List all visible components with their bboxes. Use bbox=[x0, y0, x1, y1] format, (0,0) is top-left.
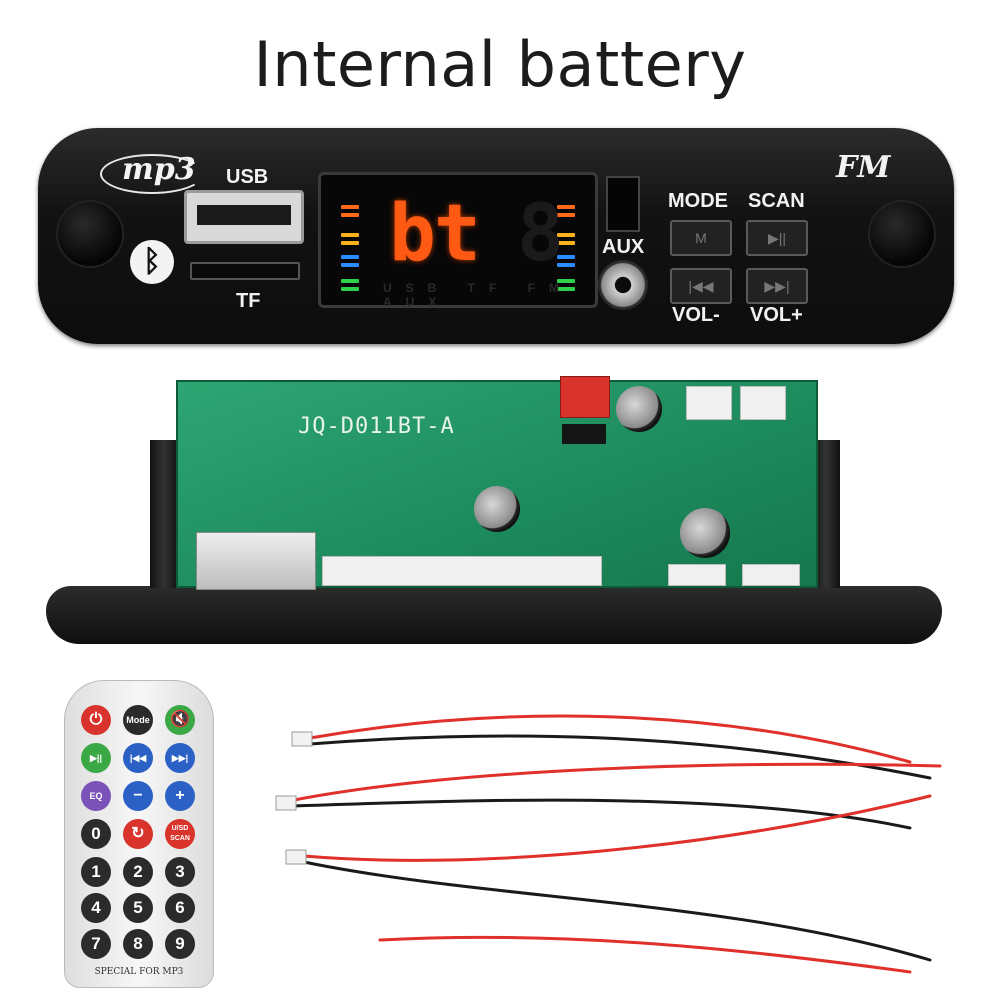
vu-bar bbox=[341, 263, 359, 267]
red-connector bbox=[560, 376, 610, 418]
remote-control: ⏻ Mode 🔇 ▶|| |◀◀ ▶▶| EQ − + 0 ↻ U/SD SCA… bbox=[64, 680, 214, 988]
ic-chip bbox=[562, 424, 606, 444]
red-wire bbox=[302, 794, 932, 862]
remote-key-6[interactable]: 6 bbox=[165, 893, 195, 923]
remote-key-9[interactable]: 9 bbox=[165, 929, 195, 959]
vol-up-button[interactable]: ▶▶| bbox=[746, 268, 808, 304]
capacitor bbox=[616, 386, 662, 432]
remote-key-2[interactable]: 2 bbox=[123, 857, 153, 887]
remote-mode-button[interactable]: Mode bbox=[123, 705, 153, 735]
black-wire bbox=[302, 860, 932, 962]
vu-bar bbox=[341, 213, 359, 217]
right-mount-hole bbox=[868, 200, 936, 268]
speaker-connector bbox=[686, 386, 732, 420]
vu-bar bbox=[557, 263, 575, 267]
speaker-wires bbox=[275, 714, 942, 974]
vu-bar bbox=[557, 205, 575, 209]
bluetooth-icon: ᛒ bbox=[130, 240, 174, 284]
vu-bar bbox=[557, 233, 575, 237]
vu-bar bbox=[341, 205, 359, 209]
vu-bar bbox=[341, 255, 359, 259]
remote-repeat-button[interactable]: ↻ bbox=[123, 819, 153, 849]
usb-port[interactable] bbox=[184, 190, 304, 244]
tf-label: TF bbox=[236, 290, 261, 312]
remote-caption: SPECIAL FOR MP3 bbox=[94, 967, 184, 977]
wire-plug bbox=[291, 731, 313, 747]
remote-key-3[interactable]: 3 bbox=[165, 857, 195, 887]
remote-key-5[interactable]: 5 bbox=[123, 893, 153, 923]
remote-vol-down-button[interactable]: − bbox=[123, 781, 153, 811]
left-mount-hole bbox=[56, 200, 124, 268]
vu-bar bbox=[557, 279, 575, 283]
left-mount-post bbox=[150, 440, 178, 588]
wire-plug bbox=[275, 795, 297, 811]
remote-key-0[interactable]: 0 bbox=[81, 819, 111, 849]
vu-bar bbox=[341, 287, 359, 291]
usb-module bbox=[196, 532, 316, 590]
remote-power-button[interactable]: ⏻ bbox=[81, 705, 111, 735]
wire-connector bbox=[668, 564, 726, 586]
remote-mute-button[interactable]: 🔇 bbox=[165, 705, 195, 735]
tf-card-slot[interactable] bbox=[190, 262, 300, 280]
led-display: bt 8 USB TF FM AUX bbox=[318, 172, 598, 309]
remote-eq-button[interactable]: EQ bbox=[81, 781, 111, 811]
usb-label: USB bbox=[226, 166, 269, 188]
red-wire bbox=[378, 935, 912, 974]
fm-logo: FM bbox=[836, 150, 891, 185]
display-mode-indicators: USB TF FM AUX bbox=[383, 281, 573, 309]
remote-key-1[interactable]: 1 bbox=[81, 857, 111, 887]
display-ghost-digit: 8 bbox=[517, 189, 564, 279]
vu-bar bbox=[341, 279, 359, 283]
remote-key-4[interactable]: 4 bbox=[81, 893, 111, 923]
vu-bar bbox=[557, 287, 575, 291]
ir-receiver-window bbox=[606, 176, 640, 232]
mp3-logo: mp3 bbox=[96, 150, 214, 196]
mode-label: MODE bbox=[668, 190, 728, 212]
wire-connector bbox=[742, 564, 800, 586]
vu-bar bbox=[341, 233, 359, 237]
remote-usd-scan-button[interactable]: U/SD SCAN bbox=[165, 819, 195, 849]
ribbon-connector bbox=[322, 556, 602, 586]
mp3-logo-text: mp3 bbox=[122, 152, 196, 187]
pcb-mount-frame bbox=[46, 586, 942, 644]
red-wire bbox=[292, 762, 942, 802]
vu-bar bbox=[341, 241, 359, 245]
remote-key-8[interactable]: 8 bbox=[123, 929, 153, 959]
black-wire bbox=[292, 798, 912, 830]
capacitor bbox=[474, 486, 520, 532]
display-readout: bt bbox=[389, 189, 481, 279]
remote-vol-up-button[interactable]: + bbox=[165, 781, 195, 811]
speaker-connector bbox=[740, 386, 786, 420]
vol-up-label: VOL+ bbox=[750, 304, 803, 326]
red-wire bbox=[308, 714, 912, 764]
remote-next-button[interactable]: ▶▶| bbox=[165, 743, 195, 773]
page-title: Internal battery bbox=[253, 28, 747, 101]
remote-play-pause-button[interactable]: ▶|| bbox=[81, 743, 111, 773]
mode-button[interactable]: M bbox=[670, 220, 732, 256]
vol-down-button[interactable]: |◀◀ bbox=[670, 268, 732, 304]
aux-label: AUX bbox=[602, 236, 645, 258]
vu-bar bbox=[557, 255, 575, 259]
vol-down-label: VOL- bbox=[672, 304, 720, 326]
remote-previous-button[interactable]: |◀◀ bbox=[123, 743, 153, 773]
vu-bar bbox=[557, 213, 575, 217]
vu-bar bbox=[557, 241, 575, 245]
wire-plug bbox=[285, 849, 307, 865]
pcb-model-label: JQ-D011BT-A bbox=[298, 414, 455, 439]
remote-key-7[interactable]: 7 bbox=[81, 929, 111, 959]
aux-jack[interactable] bbox=[598, 260, 648, 310]
scan-button[interactable]: ▶|| bbox=[746, 220, 808, 256]
capacitor bbox=[680, 508, 730, 558]
scan-label: SCAN bbox=[748, 190, 805, 212]
black-wire bbox=[308, 734, 932, 780]
